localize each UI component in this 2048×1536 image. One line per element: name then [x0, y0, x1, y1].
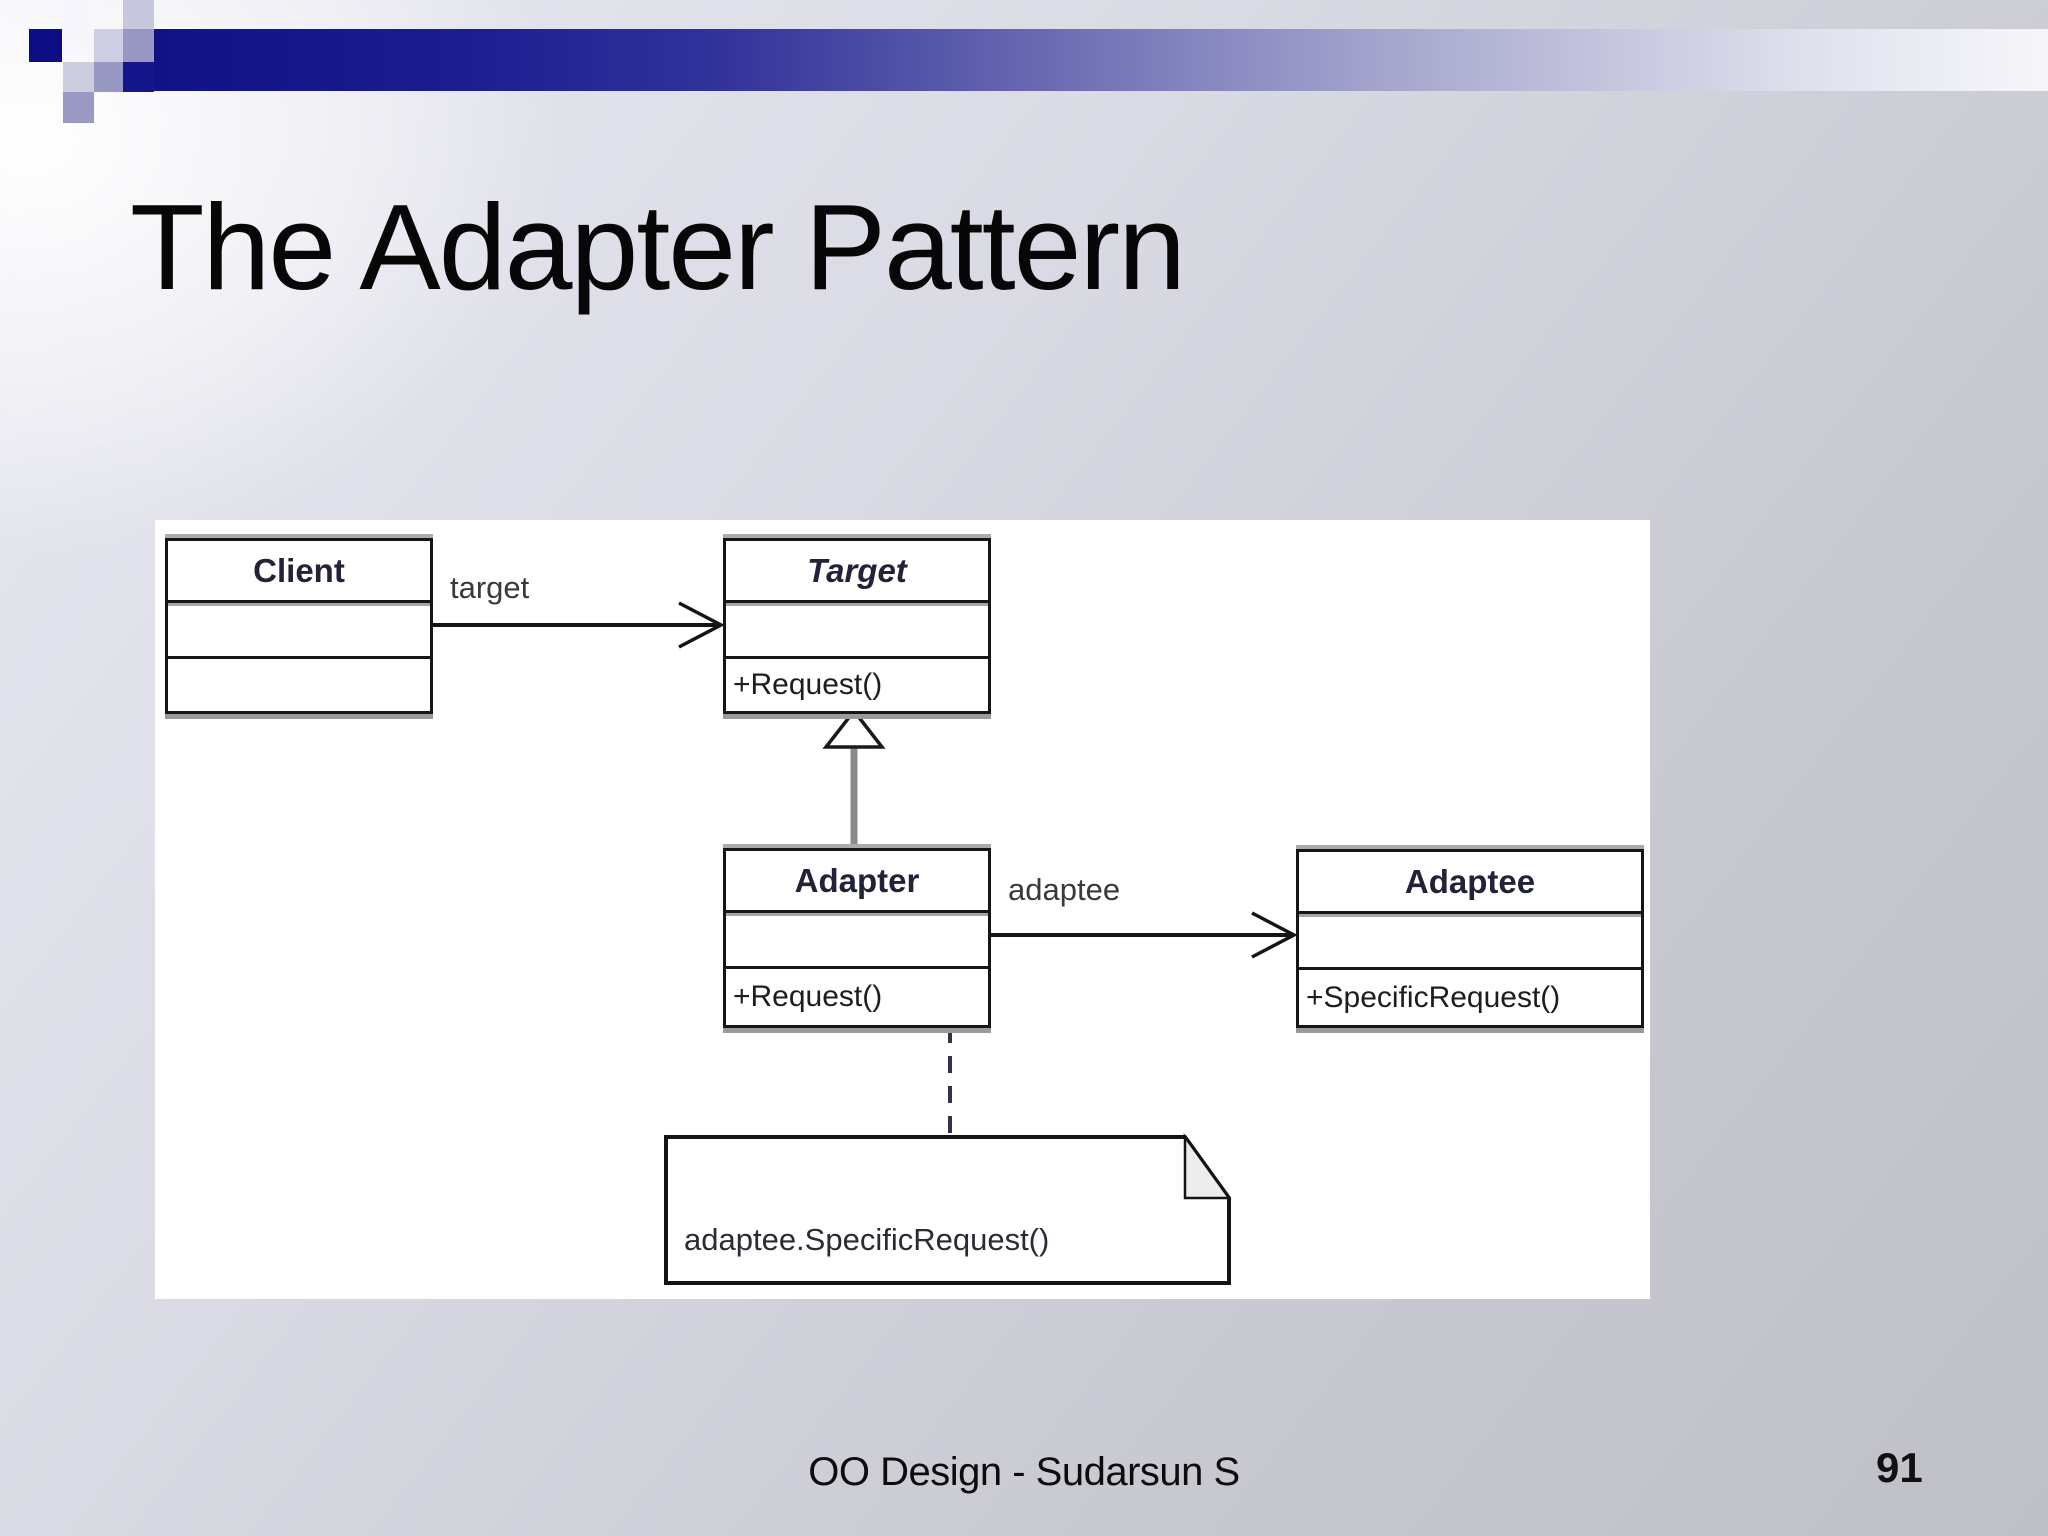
- class-name: Adapter: [726, 851, 988, 913]
- footer-text: OO Design - Sudarsun S: [808, 1450, 1240, 1494]
- attributes-compartment: [1299, 914, 1641, 970]
- class-name: Target: [726, 541, 988, 603]
- decor-square-medium: [94, 62, 124, 92]
- decor-square-navy: [123, 62, 154, 92]
- class-name: Client: [168, 541, 430, 603]
- class-box-adapter: Adapter +Request(): [723, 848, 991, 1028]
- page-number: 91: [1876, 1444, 1923, 1491]
- decor-square-medium: [123, 29, 154, 62]
- attributes-compartment: [726, 603, 988, 659]
- methods-compartment: +Request(): [733, 980, 883, 1013]
- attributes-compartment: [168, 603, 430, 659]
- methods-compartment: +SpecificRequest(): [1306, 980, 1561, 1014]
- decor-light-strip: [63, 0, 94, 62]
- decor-square-light: [63, 62, 94, 92]
- class-box-client: Client: [165, 538, 433, 714]
- methods-compartment: [168, 659, 430, 711]
- class-name: Adaptee: [1299, 852, 1641, 914]
- uml-note-text: adaptee.SpecificRequest(): [684, 1222, 1050, 1257]
- decor-square-light: [94, 29, 124, 62]
- header-gradient-bar: [153, 29, 2048, 91]
- attributes-compartment: [726, 913, 988, 969]
- decor-square-light: [123, 0, 154, 29]
- slide-title: The Adapter Pattern: [130, 179, 1186, 315]
- class-box-target: Target +Request(): [723, 538, 991, 714]
- association-label-adaptee: adaptee: [1008, 872, 1121, 907]
- class-box-adaptee: Adaptee +SpecificRequest(): [1296, 849, 1644, 1028]
- association-label-target: target: [450, 570, 530, 605]
- decor-square-medium: [63, 92, 94, 123]
- decor-square-navy: [29, 29, 62, 62]
- methods-compartment: +Request(): [733, 668, 883, 701]
